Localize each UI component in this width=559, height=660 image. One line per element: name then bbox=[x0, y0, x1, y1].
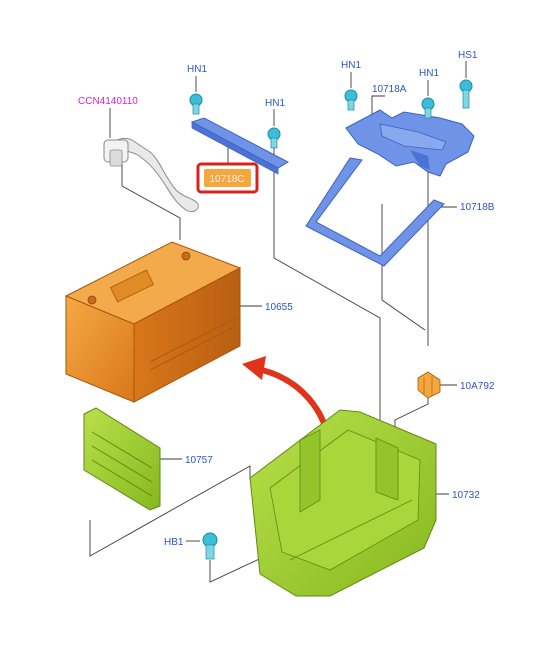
fastener-hn1-mid bbox=[267, 127, 281, 149]
highlight-box-10718c[interactable]: 10718C bbox=[196, 162, 259, 194]
clip-part bbox=[417, 371, 441, 399]
label-hn1-bracket-left: HN1 bbox=[341, 60, 361, 71]
label-10a792: 10A792 bbox=[460, 381, 495, 392]
label-hs1: HS1 bbox=[458, 50, 478, 61]
battery-tray bbox=[249, 409, 437, 597]
label-hn1-mid: HN1 bbox=[265, 98, 285, 109]
fastener-hn1-bracket-right bbox=[421, 97, 435, 119]
label-10718b: 10718B bbox=[460, 202, 495, 213]
retaining-strap bbox=[305, 157, 445, 267]
fastener-hb1-bolt bbox=[202, 532, 218, 560]
label-10718a: 10718A bbox=[372, 84, 407, 95]
label-ccn4140110: CCN4140110 bbox=[78, 96, 138, 107]
label-10718c: 10718C bbox=[209, 174, 244, 185]
label-10655: 10655 bbox=[265, 302, 293, 313]
hold-down-bar bbox=[190, 117, 290, 175]
side-panel bbox=[83, 407, 161, 511]
battery-support-bracket bbox=[345, 109, 475, 177]
battery-clamp-cable bbox=[103, 137, 199, 213]
fastener-hs1-stud bbox=[459, 79, 473, 109]
label-hb1: HB1 bbox=[164, 537, 184, 548]
label-hn1-bracket-right: HN1 bbox=[419, 68, 439, 79]
battery bbox=[64, 241, 242, 403]
label-10757: 10757 bbox=[185, 455, 213, 466]
fastener-hn1-left bbox=[189, 93, 203, 115]
label-10732: 10732 bbox=[452, 490, 480, 501]
label-hn1-left: HN1 bbox=[187, 64, 207, 75]
fastener-hn1-bracket-left bbox=[344, 89, 358, 111]
